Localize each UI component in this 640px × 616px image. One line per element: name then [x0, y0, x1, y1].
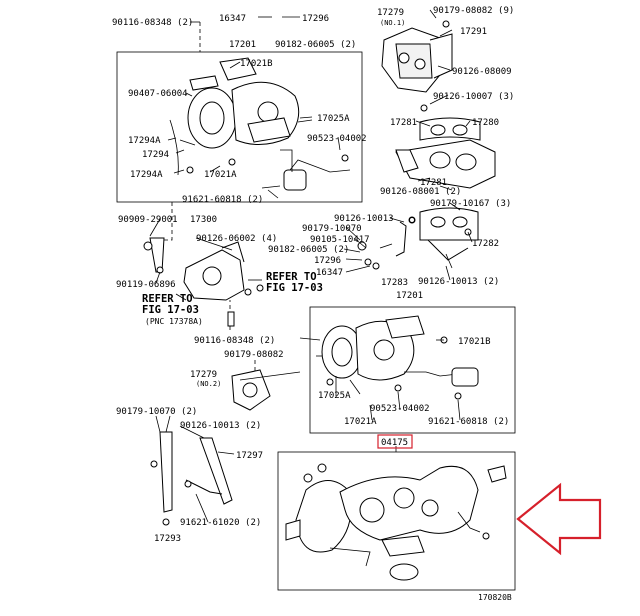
label: 17296 — [314, 256, 341, 266]
turbo-group-frame-top — [116, 51, 363, 203]
label: 90126-10007 (3) — [433, 92, 514, 102]
label: (PNC 17378A) — [145, 317, 203, 326]
gasket-kit-parts — [285, 463, 507, 581]
gasket-no2 — [231, 369, 271, 411]
label: 90909-29001 — [118, 215, 178, 225]
leader-lines — [149, 9, 473, 523]
label: 90116-08348 (2) — [194, 336, 275, 346]
label: 17293 — [154, 534, 181, 544]
label: 17201 — [229, 40, 256, 50]
label: 90126-08009 — [452, 67, 512, 77]
label: 17025A — [318, 391, 351, 401]
exhaust-manifold — [381, 20, 453, 112]
label: 17279 — [377, 8, 404, 18]
label: 91621-60818 (2) — [428, 417, 509, 427]
label: 17021B — [240, 59, 273, 69]
label: 90105-10417 — [310, 235, 370, 245]
turbocharger-mid — [321, 315, 479, 400]
label: 17279 — [190, 370, 217, 380]
label: 90182-06005 (2) — [275, 40, 356, 50]
turbo-group-frame-mid — [309, 306, 516, 434]
gasket-kit-frame — [277, 451, 516, 591]
label: FIG 17-03 — [142, 304, 199, 316]
label: 91621-60818 (2) — [182, 195, 263, 205]
label: 17294A — [128, 136, 161, 146]
label: 90182-06005 (2) — [268, 245, 349, 255]
label: 17297 — [236, 451, 263, 461]
highlight-box — [377, 434, 413, 449]
red-arrow-icon — [516, 482, 602, 556]
heat-insulator — [395, 117, 496, 261]
label: 16347 — [219, 14, 246, 24]
label: 04175 — [381, 438, 408, 448]
label: 17283 — [381, 278, 408, 288]
label: 90523-04002 — [307, 134, 367, 144]
label: 16347 — [316, 268, 343, 278]
label: 90126-06002 (4) — [196, 234, 277, 244]
label: 90179-08082 — [224, 350, 284, 360]
label: 17296 — [302, 14, 329, 24]
label: 90126-08001 (2) — [380, 187, 461, 197]
turbo-stays — [150, 415, 233, 526]
label: 90179-10167 (3) — [430, 199, 511, 209]
label: 90179-08082 (9) — [433, 6, 514, 16]
label: 90179-10070 (2) — [116, 407, 197, 417]
label: 17021B — [458, 337, 491, 347]
label: 90116-08348 (2) — [112, 18, 193, 28]
label: 90126-10013 — [334, 214, 394, 224]
turbocharger-top — [169, 57, 351, 191]
part-number-labels: 90116-08348 (2) 16347 17296 90182-06005 … — [112, 6, 514, 602]
label: 17281 — [390, 118, 417, 128]
label: 90126-10013 (2) — [180, 421, 261, 431]
label: 90119-06896 — [116, 280, 176, 290]
label: (NO.2) — [196, 380, 221, 388]
label: 17294A — [130, 170, 163, 180]
label: REFER TO — [266, 271, 317, 283]
turbine-outlet-elbow — [143, 237, 264, 327]
label: 17021A — [344, 417, 377, 427]
bracket-parts-center — [357, 217, 453, 270]
label: 17201 — [396, 291, 423, 301]
label: 17282 — [472, 239, 499, 249]
label: 90126-10013 (2) — [418, 277, 499, 287]
label: 17300 — [190, 215, 217, 225]
label: REFER TO — [142, 293, 193, 305]
label: 91621-61020 (2) — [180, 518, 261, 528]
label: 17025A — [317, 114, 350, 124]
label: 17021A — [204, 170, 237, 180]
label: 170820B — [478, 593, 512, 602]
label: 90407-06004 — [128, 89, 188, 99]
label: 90179-10070 — [302, 224, 362, 234]
label: 90523-04002 — [370, 404, 430, 414]
label: (NO.1) — [380, 19, 405, 27]
label: 17294 — [142, 150, 169, 160]
label: 17291 — [460, 27, 487, 37]
label: 17280 — [472, 118, 499, 128]
label: FIG 17-03 — [266, 282, 323, 294]
label: 17281 — [420, 178, 447, 188]
